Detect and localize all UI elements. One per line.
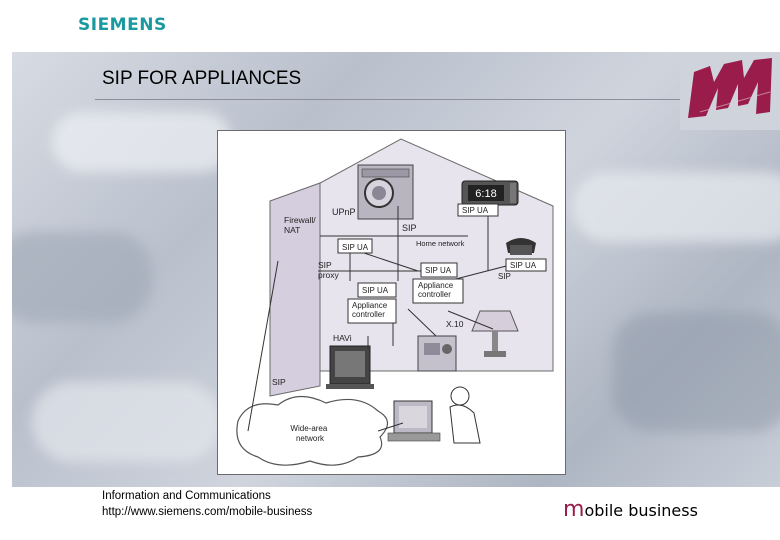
wide-area-network-cloud — [236, 395, 389, 466]
appliance-controller-label-right: Appliance controller — [418, 281, 455, 299]
telephone-icon — [506, 238, 536, 255]
appliance-controller-label-left: Appliance controller — [352, 301, 389, 319]
mobile-m-letter: m — [563, 497, 585, 522]
lamp-icon — [471, 310, 519, 357]
firewall-label: Firewall/ NAT — [284, 215, 318, 235]
upnp-label: UPnP — [332, 207, 356, 217]
firewall-wall — [269, 182, 321, 397]
connection-lines — [247, 206, 519, 432]
coffee-maker-icon — [417, 335, 457, 372]
sip-ua-label-controller-2: SIP UA — [362, 286, 389, 295]
sip-ua-label-proxy: SIP UA — [342, 243, 369, 252]
washing-machine-icon — [357, 164, 414, 220]
havi-label: HAVi — [333, 333, 352, 343]
x10-label: X.10 — [446, 319, 464, 329]
sip-label-phone: SIP — [498, 272, 511, 281]
sip-ua-label-clock: SIP UA — [462, 206, 489, 215]
background-banner — [12, 52, 780, 487]
page-title: SIP FOR APPLIANCES — [102, 68, 302, 89]
sip-label-bottom: SIP — [272, 377, 286, 387]
sip-ua-label-phone: SIP UA — [510, 261, 537, 270]
siemens-logo: SIEMENS — [78, 15, 167, 35]
sip-ua-label-controller: SIP UA — [425, 266, 452, 275]
sip-label-top: SIP — [402, 223, 417, 233]
wide-area-network-label: Wide-area network — [290, 424, 329, 443]
footer-url: http://www.siemens.com/mobile-business — [102, 506, 313, 518]
title-divider — [95, 99, 780, 100]
footer-division: Information and Communications — [102, 490, 271, 502]
clock-display: 6:18 — [475, 188, 496, 200]
mobile-business-m-logo — [680, 52, 780, 130]
sip-ua-label-boxes — [337, 203, 547, 324]
mobile-business-wordmark: mobile business — [563, 497, 698, 522]
mobile-business-rest: obile business — [584, 501, 698, 520]
sip-proxy-label: SIP proxy — [318, 260, 340, 280]
home-network-label: Home network — [416, 239, 465, 248]
sip-appliance-diagram: 6:18 — [217, 130, 566, 475]
clock-radio-icon: 6:18 — [461, 180, 519, 206]
tv-icon — [326, 345, 374, 389]
computer-user-icon — [387, 386, 481, 444]
